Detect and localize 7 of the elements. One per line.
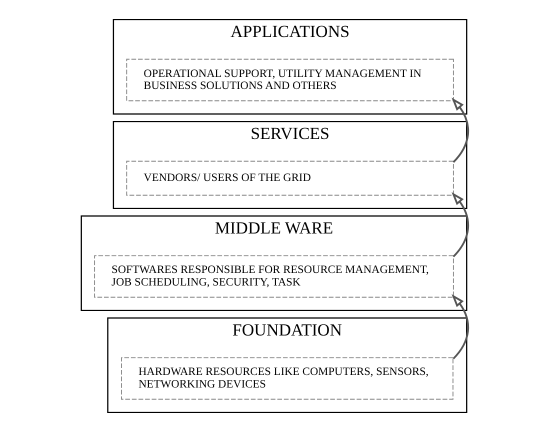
arrow	[451, 98, 469, 163]
node-box: HARDWARE RESOURCES LIKE COMPUTERS, SENSORS, NETWORKING DEVICES	[120, 357, 453, 400]
arrow	[451, 192, 469, 258]
node-box: VENDORS/ USERS OF THE GRID	[126, 160, 454, 196]
node-box: OPERATIONAL SUPPORT, UTILITY MANAGEMENT IN BUSINESS SOLUTIONS AND OTHERS	[126, 58, 454, 102]
arrow	[451, 294, 469, 360]
node-box: SOFTWARES RESPONSIBLE FOR RESOURCE MANAGEMENT, JOB SCHEDULING, SECURITY, TASK	[94, 255, 454, 298]
